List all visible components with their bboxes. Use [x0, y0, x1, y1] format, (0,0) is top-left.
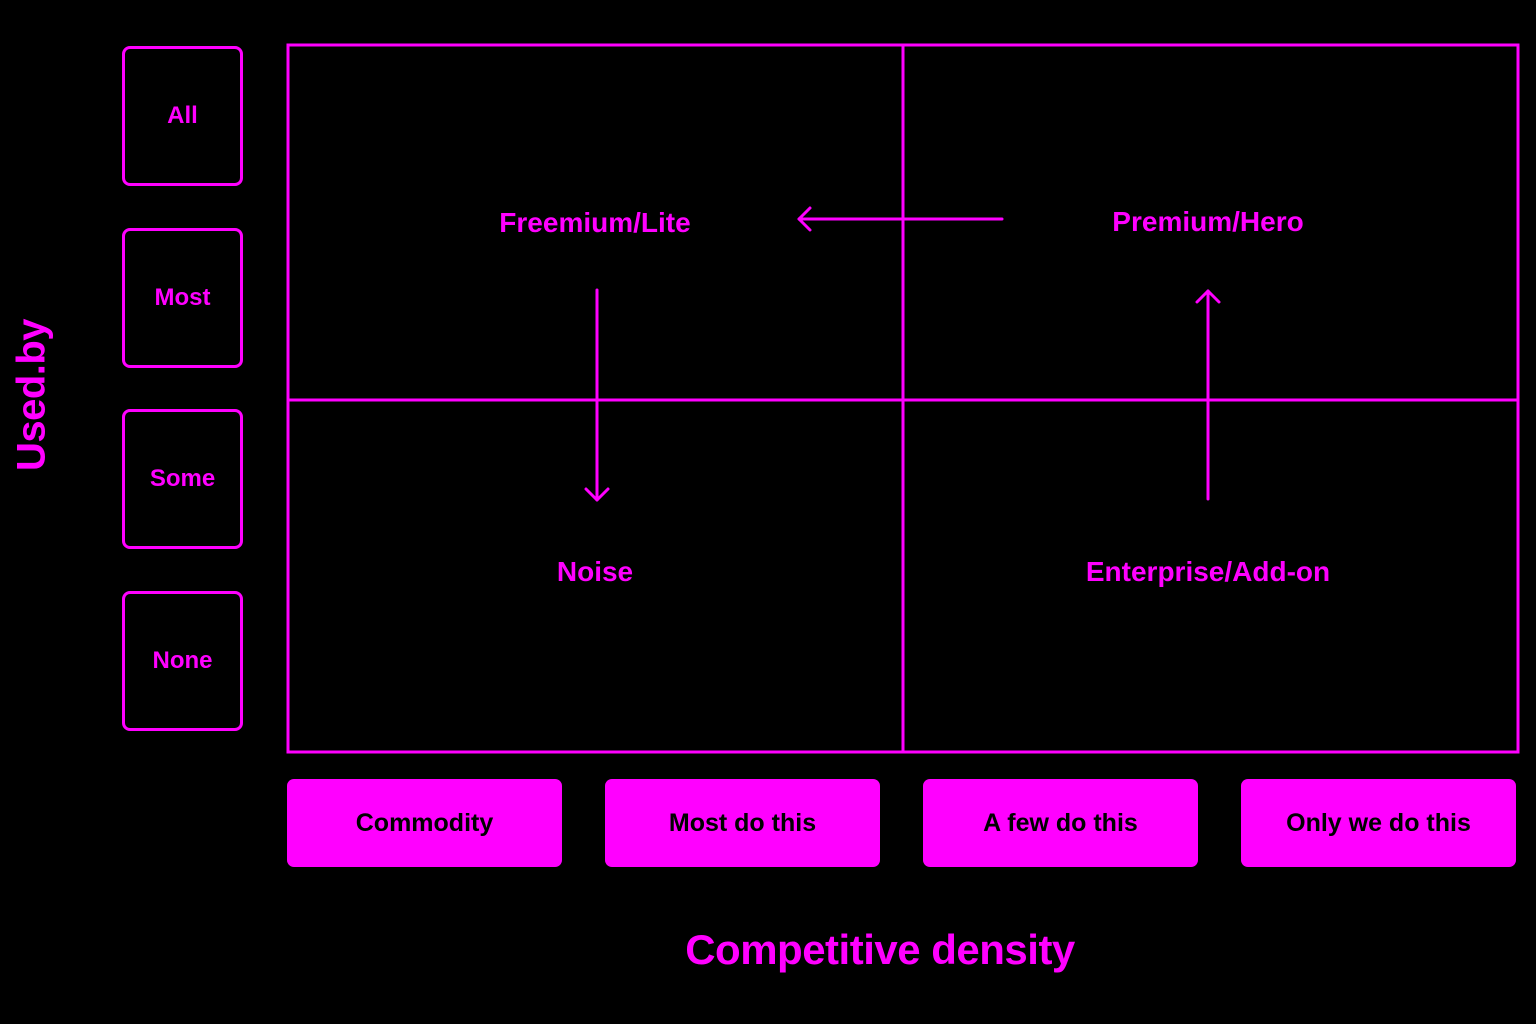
quadrant-label-noise: Noise — [556, 556, 634, 587]
arrow-left — [797, 206, 1004, 232]
quadrant-label-freemium: Freemium/Lite — [499, 207, 691, 238]
x-axis-title: Competitive density — [685, 926, 1075, 973]
quadrant-label-premium: Premium/Hero — [1112, 206, 1304, 237]
arrow-up — [1195, 289, 1221, 501]
x-level-commodity: Commodity — [287, 779, 562, 867]
x-level-a-few-do-this: A few do this — [923, 779, 1198, 867]
quadrant-label-enterprise: Enterprise/Add-on — [1085, 556, 1331, 587]
x-level-most-do-this: Most do this — [605, 779, 880, 867]
y-level-none: None — [122, 591, 243, 731]
y-level-most: Most — [122, 228, 243, 368]
y-level-all: All — [122, 46, 243, 186]
arrow-down — [584, 288, 610, 502]
y-level-some: Some — [122, 409, 243, 549]
x-level-only-we-do-this: Only we do this — [1241, 779, 1516, 867]
